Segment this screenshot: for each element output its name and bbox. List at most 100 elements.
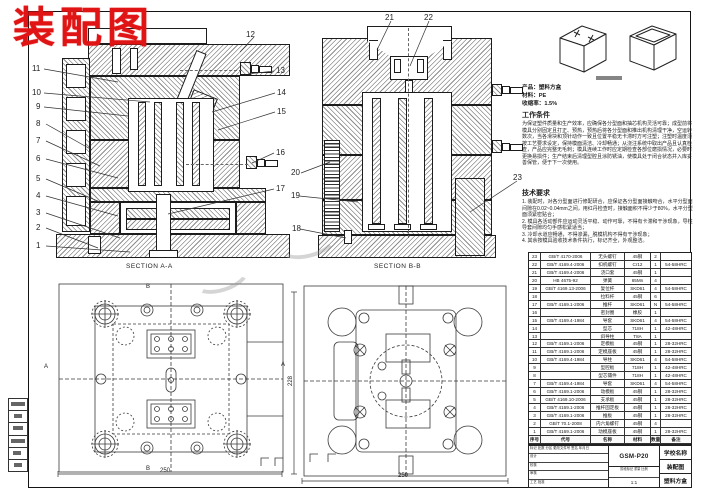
bom-cell: 定模板 (591, 340, 625, 349)
aa-fitting-bottom (257, 159, 265, 167)
callout-17: 17 (276, 184, 285, 193)
stage-weight-scale-labels: 阶段标记 重量 比例 (609, 467, 659, 478)
bom-cell: SKD61 (625, 380, 651, 389)
callout-23: 23 (513, 173, 522, 182)
aa-core-pin (154, 102, 162, 186)
bom-cell: 1 (651, 308, 661, 317)
bom-cell: 45钢 (625, 427, 651, 436)
bom-cell: 斜导柱 (591, 332, 625, 341)
drawing-frame (28, 11, 691, 488)
bom-cell: 1 (651, 427, 661, 436)
bom-cell: 54-58HRC (661, 285, 691, 293)
bom-cell: 28-32HRC (661, 428, 691, 436)
working-conditions-body: 为保证塑件质量和生产效率，应确保各分型面和抽芯机构灵活可靠；成型前将模具分别固定… (522, 121, 693, 166)
bom-cell: 45钢 (625, 292, 651, 301)
plan-view-moving-half (58, 283, 284, 473)
revision-cell (9, 423, 27, 436)
bom-cell: GB/T 4169.1-2006 (541, 300, 591, 309)
bom-cell: GB/T 4169.4-2006 (541, 260, 591, 269)
part-name: 塑料方盒 (663, 479, 688, 485)
revision-cell (9, 411, 27, 424)
bom-cell: 数量 (651, 435, 661, 444)
callout-14: 14 (277, 88, 286, 97)
aa-guide-rung (66, 130, 86, 154)
callout-5: 5 (36, 174, 41, 183)
bom-cell: 54-58HRC (661, 317, 691, 325)
bom-cell: 16 (529, 308, 541, 317)
callout-9: 9 (36, 102, 41, 111)
bom-cell: 4 (529, 404, 541, 413)
aa-bolt-bottom (88, 236, 101, 254)
assembly-drawing-stamp: 装配图 (13, 4, 155, 51)
callout-22: 22 (424, 13, 433, 22)
bom-cell: 1 (529, 427, 541, 436)
bom-cell: Cr12 (625, 260, 651, 269)
organization-name: 学校名称 (660, 446, 691, 460)
bom-cell: 扣机螺钉 (591, 260, 625, 269)
bom-cell (541, 324, 591, 333)
bom-cell: 推杆 (591, 300, 625, 309)
bom-cell: SKD61 (625, 316, 651, 325)
working-conditions: 工作条件 为保证塑件质量和生产效率，应确保各分型面和抽芯机构灵活可靠；成型前将模… (522, 110, 696, 167)
bom-cell: 1 (651, 396, 661, 405)
bb-ejector-pin (398, 98, 407, 224)
bom-cell: GB/T 4169.1-2006 (541, 388, 591, 397)
bom-cell: 45钢 (625, 404, 651, 413)
bom-cell: 45钢 (625, 396, 651, 405)
bom-cell: 序号 (529, 435, 541, 444)
bom-cell: GB/T 4169.1-2006 (541, 412, 591, 421)
callout-20: 20 (291, 168, 300, 177)
revision-cell (9, 460, 27, 471)
bom-cell: 28-32HRC (661, 404, 691, 413)
bom-cell: 4 (651, 380, 661, 389)
bom-cell: 9 (529, 364, 541, 373)
bom-cell: 浇口套 (591, 268, 625, 277)
aa-centerline-top (180, 70, 242, 71)
bom-cell: 推板 (591, 412, 625, 421)
callout-8: 8 (36, 119, 41, 128)
dim-250-left-view: 250 (160, 468, 171, 474)
signature-row: 校核 (529, 463, 608, 472)
bom-cell: 导套 (591, 380, 625, 389)
bb-fitting-top (492, 84, 502, 96)
bom-cell: 1 (651, 364, 661, 373)
section-marker-a: A (44, 364, 49, 370)
aa-ejector-wall-right (236, 202, 266, 234)
bom-cell (541, 308, 591, 317)
bom-cell: GB/T 4169.1-2006 (541, 348, 591, 357)
bom-cell: 45钢 (625, 253, 651, 261)
bom-cell: 代号 (541, 435, 591, 444)
technical-requirements: 技术要求 1. 装配时，对各分型面进行修配研合，应保证各分型面接触吻合，水平分型… (522, 188, 696, 245)
bom-cell: 45钢 (625, 420, 651, 428)
bom-cell: 42-48HRC (661, 372, 691, 381)
bom-cell: GB/T 4169.1-2006 (541, 340, 591, 349)
bom-cell: 718H (625, 364, 651, 373)
bom-cell: 密封圈 (591, 308, 625, 317)
isometric-product-views (559, 25, 677, 80)
bom-cell: 8 (529, 372, 541, 381)
bom-cell: 1 (651, 372, 661, 381)
bom-cell: GB/T 4169.4-1984 (541, 356, 591, 365)
bom-cell: 1 (651, 388, 661, 397)
bom-cell: 718H (625, 372, 651, 381)
callout-4: 4 (36, 191, 41, 200)
aa-top-band (88, 28, 207, 44)
aa-fitting-top (259, 66, 272, 73)
dim-250-mid-view: 250 (398, 473, 409, 479)
bom-cell: 4 (651, 276, 661, 285)
bom-cell: 45钢 (625, 412, 651, 421)
plan-view-fixed-half (303, 285, 507, 477)
bom-cell: 54-58HRC (661, 380, 691, 389)
bom-cell: GB/T 4169.1-2006 (541, 427, 591, 436)
